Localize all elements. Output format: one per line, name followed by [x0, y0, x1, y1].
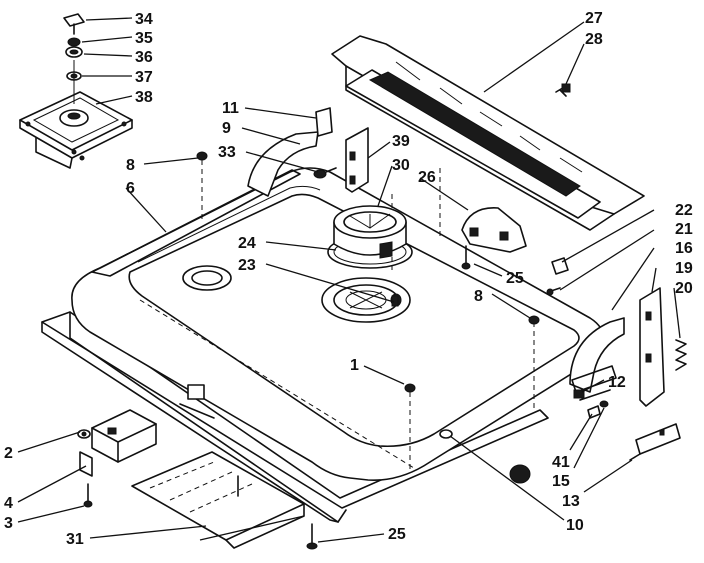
- clip-22: [551, 257, 569, 275]
- callout-36: 36: [135, 49, 153, 66]
- callout-4: 4: [4, 495, 13, 512]
- callout-39: 39: [392, 133, 410, 150]
- callout-9: 9: [222, 120, 231, 137]
- callout-31: 31: [66, 531, 84, 548]
- screw-1: [404, 383, 416, 393]
- screw-15: [599, 400, 609, 408]
- callout-22: 22: [675, 202, 693, 219]
- callout-41: 41: [552, 454, 570, 471]
- callout-3: 3: [4, 515, 13, 532]
- vent-trim-27: [331, 35, 645, 231]
- callout-20: 20: [675, 280, 693, 297]
- callout-2: 2: [4, 445, 13, 462]
- cooktop-main-top: [41, 131, 625, 523]
- callout-8-upper: 8: [126, 157, 135, 174]
- callout-25-upper: 25: [506, 270, 524, 287]
- bracket-39: [345, 127, 369, 193]
- burner-assembly: [321, 205, 413, 323]
- bracket-11: [315, 107, 333, 137]
- callout-28: 28: [585, 31, 603, 48]
- callout-23: 23: [238, 257, 256, 274]
- screw-25-lower: [306, 523, 318, 550]
- screw-21: [546, 287, 561, 296]
- callout-21: 21: [675, 221, 693, 238]
- bracket-19: [639, 287, 665, 407]
- callout-15: 15: [552, 473, 570, 490]
- callout-37: 37: [135, 69, 153, 86]
- spring-20: [675, 339, 687, 371]
- callout-38: 38: [135, 89, 153, 106]
- part-12: [573, 389, 585, 399]
- callout-6: 6: [126, 180, 135, 197]
- callout-11: 11: [222, 100, 239, 117]
- callout-24: 24: [238, 235, 256, 252]
- callout-27: 27: [585, 10, 603, 27]
- callout-19: 19: [675, 260, 693, 277]
- leader-lines: [17, 17, 681, 543]
- module-assembly-38: [19, 13, 133, 169]
- callout-30: 30: [392, 157, 410, 174]
- callout-labels: 34 35 36 37 38 27 28 11 9 39 33 30 8 6 2…: [4, 10, 693, 548]
- callout-25-lower: 25: [388, 526, 406, 543]
- knob-10: [509, 464, 531, 484]
- screw-8-upper: [196, 151, 208, 161]
- bracket-26: [461, 207, 527, 270]
- callout-12: 12: [608, 374, 626, 391]
- panel-31: [131, 451, 305, 549]
- callout-10: 10: [566, 517, 584, 534]
- bracket-13: [629, 423, 681, 461]
- part-41: [587, 405, 601, 419]
- callout-13: 13: [562, 493, 580, 510]
- callout-34: 34: [135, 11, 153, 28]
- callout-1: 1: [350, 357, 359, 374]
- switch-assembly: [77, 409, 157, 508]
- callout-8-lower: 8: [474, 288, 483, 305]
- callout-16: 16: [675, 240, 693, 257]
- callout-35: 35: [135, 30, 153, 47]
- callout-26: 26: [418, 169, 436, 186]
- screw-8-lower: [528, 315, 540, 325]
- callout-33: 33: [218, 144, 236, 161]
